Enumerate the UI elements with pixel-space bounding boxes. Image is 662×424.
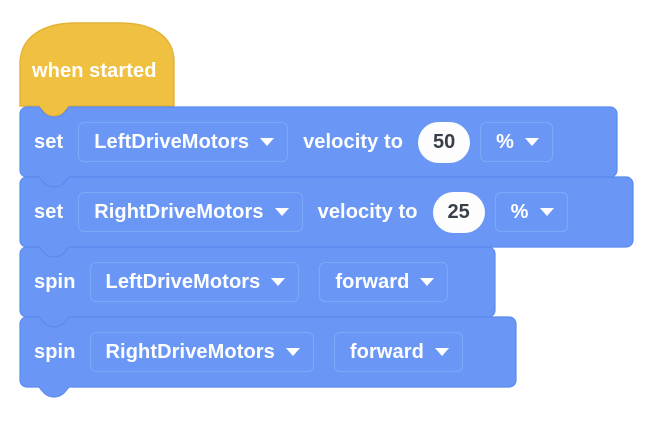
unit-dropdown-value: % [510,200,529,223]
device-dropdown-value: RightDriveMotors [105,340,275,363]
chevron-down-icon[interactable] [271,278,286,286]
device-dropdown-leftdrivemotors[interactable]: LeftDriveMotors [89,262,300,302]
spin-block-left[interactable]: spin LeftDriveMotors forward [20,254,449,310]
velocity-to-label: velocity to [317,200,418,223]
chevron-down-icon[interactable] [525,138,539,146]
chevron-down-icon[interactable] [434,348,449,356]
unit-dropdown-value: % [496,130,514,153]
chevron-down-icon[interactable] [285,348,300,356]
direction-dropdown-value: forward [335,270,410,293]
hat-block-label: when started [32,60,157,82]
device-dropdown-rightdrivemotors[interactable]: RightDriveMotors [89,332,314,372]
device-dropdown-value: RightDriveMotors [94,200,264,223]
chevron-down-icon[interactable] [420,278,435,286]
device-dropdown-value: LeftDriveMotors [105,270,261,293]
device-dropdown-value: LeftDriveMotors [94,130,250,153]
spin-block-right[interactable]: spin RightDriveMotors forward [20,324,463,380]
chevron-down-icon[interactable] [260,138,275,146]
set-velocity-block-right[interactable]: set RightDriveMotors velocity to 25 % [20,184,568,240]
block-command-label: spin [34,340,76,363]
device-dropdown-rightdrivemotors[interactable]: RightDriveMotors [78,192,303,232]
device-dropdown-leftdrivemotors[interactable]: LeftDriveMotors [78,122,289,162]
unit-dropdown-percent[interactable]: % [494,192,568,232]
velocity-to-label: velocity to [303,130,404,153]
velocity-value-input[interactable]: 25 [432,191,485,233]
block-command-label: set [34,130,64,153]
block-command-label: set [34,200,64,223]
set-velocity-block-left[interactable]: set LeftDriveMotors velocity to 50 % [20,114,553,170]
block-command-label: spin [34,270,76,293]
direction-dropdown-value: forward [349,340,424,363]
velocity-value-input[interactable]: 50 [418,121,471,163]
chevron-down-icon[interactable] [274,208,289,216]
chevron-down-icon[interactable] [539,208,554,216]
hat-block-shape[interactable] [19,22,175,117]
unit-dropdown-percent[interactable]: % [480,122,553,162]
direction-dropdown-forward[interactable]: forward [333,332,463,372]
direction-dropdown-forward[interactable]: forward [319,262,449,302]
